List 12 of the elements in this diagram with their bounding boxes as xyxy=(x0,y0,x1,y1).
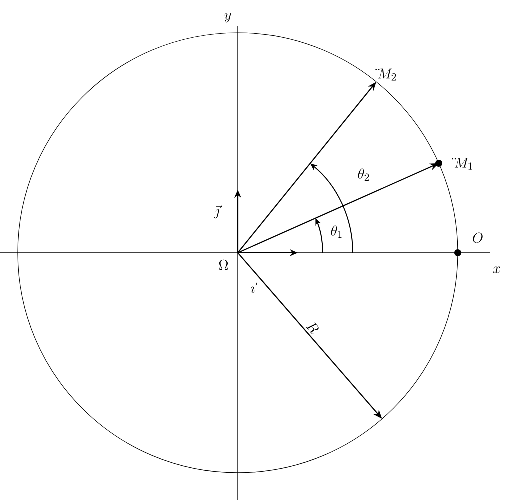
vector-label: $\vec{\imath}$ xyxy=(251,282,258,294)
angle-label: $\theta_{2}$ xyxy=(358,168,370,182)
point-label: $\ddot{}M_{2}$ xyxy=(376,68,396,81)
point-label: $\ddot{}M_{1}$ xyxy=(452,158,472,170)
angle-label: $\theta_{1}$ xyxy=(331,226,342,238)
origin-label: $\Omega$ xyxy=(219,260,228,270)
point-dot xyxy=(454,249,462,256)
axis-label: $x$ xyxy=(493,266,500,274)
vector-label: $\vec{\jmath}$ xyxy=(214,205,222,219)
point-label: $O$ xyxy=(473,232,483,244)
edge-label: $R$ xyxy=(304,318,322,336)
axis-label: $y$ xyxy=(224,13,232,23)
